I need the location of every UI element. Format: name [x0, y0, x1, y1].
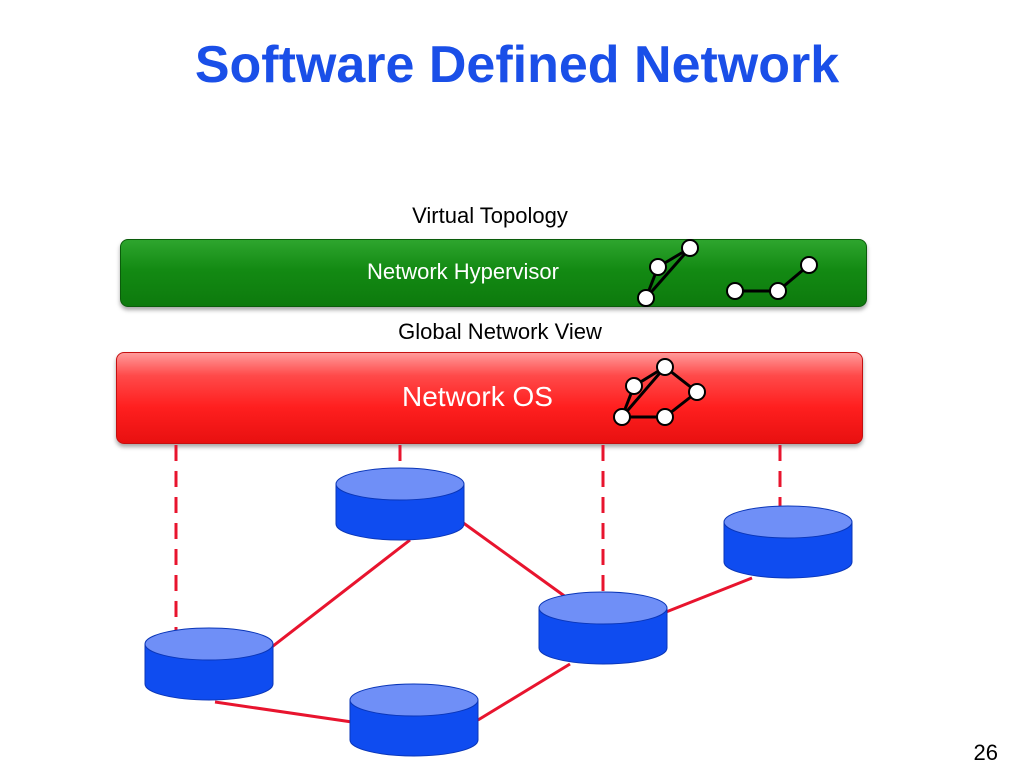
network-os-bar: Network OS [116, 352, 863, 444]
slide-title: Software Defined Network [194, 36, 840, 94]
global-network-view-label: Global Network View [398, 319, 602, 344]
global-node-3 [688, 383, 706, 401]
virtual-topology-label: Virtual Topology [412, 203, 568, 228]
switch-1 [335, 467, 465, 541]
network-hypervisor-label: Network Hypervisor [367, 259, 559, 284]
switch-4 [144, 627, 274, 701]
virtual-node-6 [800, 256, 818, 274]
virtual-node-2 [649, 258, 667, 276]
physical-links [214, 520, 753, 724]
virtual-node-1 [681, 239, 699, 257]
switch-3 [538, 591, 668, 665]
link-3 [214, 700, 353, 724]
link-1 [254, 538, 411, 662]
control-channels [174, 445, 782, 640]
global-node-5 [656, 408, 674, 426]
link-4 [477, 662, 571, 722]
switch-5 [349, 683, 479, 757]
virtual-node-3 [637, 289, 655, 307]
virtual-topology-graph [637, 239, 818, 307]
network-os-label: Network OS [402, 381, 553, 412]
virtual-node-5 [769, 282, 787, 300]
page-number: 26 [973, 740, 998, 765]
virtual-node-4 [726, 282, 744, 300]
link-2 [461, 520, 571, 602]
global-node-2 [625, 377, 643, 395]
link-5 [665, 576, 753, 614]
global-node-4 [613, 408, 631, 426]
switch-2 [723, 505, 853, 579]
global-node-1 [656, 358, 674, 376]
global-network-graph [613, 358, 706, 426]
